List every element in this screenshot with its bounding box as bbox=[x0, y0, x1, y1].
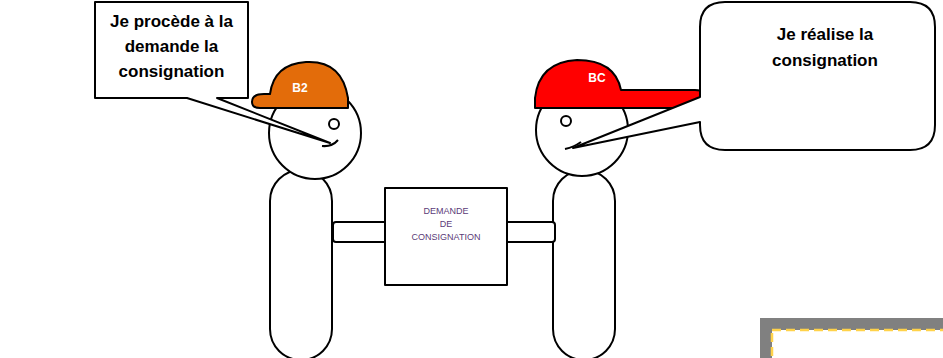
document-sheet: DEMANDE DE CONSIGNATION bbox=[385, 188, 507, 285]
cap-badge: B2 bbox=[250, 58, 350, 108]
speech-bubble: Je réalise la consignation bbox=[700, 2, 935, 150]
node-shape bbox=[385, 188, 507, 285]
node-text: Je procède à la demande la consignation bbox=[99, 9, 244, 84]
node-outline bbox=[700, 2, 935, 150]
node-text: Je réalise la consignation bbox=[755, 22, 895, 74]
figure-eye bbox=[561, 116, 571, 126]
node-text: B2 bbox=[282, 81, 318, 95]
figure-arm bbox=[503, 222, 555, 242]
figure-body bbox=[270, 170, 332, 358]
node-text: DEMANDE DE CONSIGNATION bbox=[401, 205, 491, 244]
node-shape bbox=[252, 62, 348, 108]
figure-body bbox=[553, 170, 615, 358]
frame-dashed bbox=[772, 330, 943, 358]
figure-eye bbox=[329, 119, 339, 129]
cap-badge: BC bbox=[535, 58, 710, 108]
node-text: BC bbox=[579, 71, 615, 85]
node-shape bbox=[573, 2, 935, 150]
figure-arm bbox=[333, 222, 389, 242]
speech-callout: Je procède à la demande la consignation bbox=[95, 2, 248, 98]
node-outline bbox=[535, 58, 710, 108]
node-shape bbox=[535, 60, 707, 108]
